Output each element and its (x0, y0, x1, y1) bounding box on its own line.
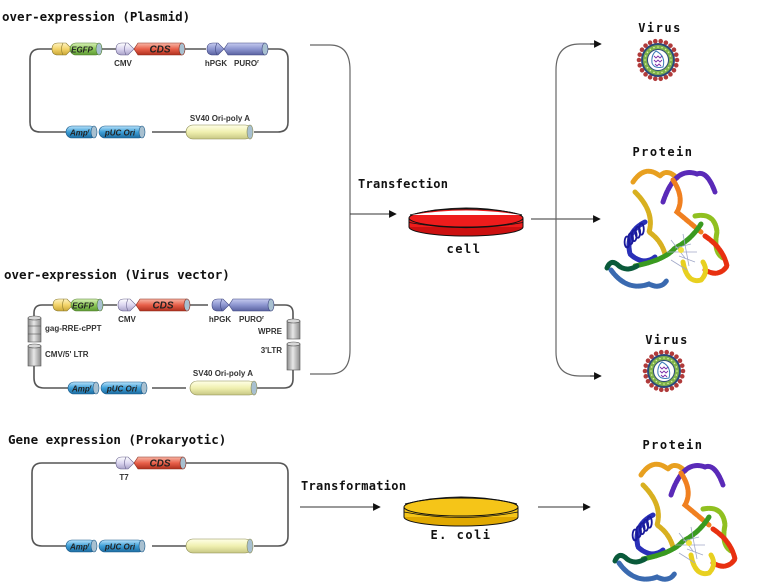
prokaryotic-t7-promoter: T7 (115, 456, 135, 482)
protein-structure-icon (612, 461, 738, 582)
virus-vector-sv40-label: SV40 Ori-poly A (193, 369, 253, 378)
transformation-label: Transformation (301, 479, 406, 493)
virus-icon (642, 349, 686, 393)
virus-vector-cmv-promoter: CMV (117, 298, 137, 324)
plasmid-amp-label: Ampr (69, 129, 91, 138)
cell-dish-icon (408, 207, 524, 237)
plasmid-puc-ori-element: pUC Ori (98, 125, 146, 139)
virus-vector-egfp-label: EGFP (72, 302, 94, 311)
plasmid-section: over-expression (Plasmid) EGFP CMV CDS h… (2, 9, 289, 140)
virus-vector-sv40-element: SV40 Ori-poly A (189, 369, 258, 396)
virus-vector-hpgk-promoter: hPGK (209, 298, 231, 324)
plasmid-puc-ori-label: pUC Ori (104, 129, 136, 138)
prokaryotic-cds-label: CDS (149, 459, 170, 470)
plasmid-cmv-label: CMV (114, 59, 132, 68)
ecoli-label: E. coli (430, 528, 491, 542)
left-bracket (310, 44, 351, 375)
prokaryotic-t7-label: T7 (119, 473, 129, 482)
virus-vector-cds-label: CDS (152, 301, 173, 312)
protein-mid-label: Protein (632, 145, 693, 159)
plasmid-cds-element: CDS (133, 42, 186, 56)
virus-vector-puc-ori-element: pUC Ori (100, 381, 148, 395)
right-bracket (555, 43, 598, 377)
ecoli-dish-icon (403, 496, 519, 527)
prokaryotic-puc-ori-label: pUC Ori (104, 543, 136, 552)
transfection-label: Transfection (358, 177, 448, 191)
virus-vector-puc-ori-label: pUC Ori (106, 385, 138, 394)
plasmid-puro-label: PUROr (234, 59, 259, 68)
virus-vector-cds-element: CDS (135, 298, 191, 312)
virus-icon (636, 38, 680, 82)
plasmid-backbone (29, 48, 289, 133)
virus-vector-gag-rre-cppt-element: gag-RRE-cPPT (27, 315, 102, 343)
plasmid-cmv-promoter: CMV (114, 42, 135, 68)
transfection-flow: Transfection cell (310, 40, 602, 380)
prokaryotic-backbone (31, 462, 289, 547)
virus-vector-amp-label: Ampr (71, 385, 93, 394)
prokaryotic-section: Gene expression (Prokaryotic) T7 CDS Amp… (8, 432, 289, 554)
virus-bottom-label: Virus (645, 333, 689, 347)
prokaryotic-sv40-element (185, 538, 254, 554)
virus-vector-section: over-expression (Virus vector) EGFP CMV … (4, 267, 301, 396)
virus-vector-5ltr-element: CMV/5' LTR (27, 343, 89, 367)
virus-vector-wpre-element: WPRE (258, 318, 301, 340)
plasmid-hpgk-label: hPGK (205, 59, 227, 68)
prokaryotic-section-title: Gene expression (Prokaryotic) (8, 432, 226, 447)
virus-vector-promoter-yellow (52, 298, 74, 312)
virus-vector-egfp-element: EGFP (70, 298, 104, 312)
prokaryotic-amp-element: Ampr (65, 539, 98, 553)
virus-vector-hpgk-label: hPGK (209, 315, 231, 324)
prokaryotic-amp-label: Ampr (69, 543, 91, 552)
plasmid-sv40-label: SV40 Ori-poly A (190, 114, 250, 123)
virus-vector-cmv-label: CMV (118, 315, 136, 324)
prokaryotic-puc-ori-element: pUC Ori (98, 539, 146, 553)
cell-label: cell (447, 242, 482, 256)
virus-vector-wpre-label: WPRE (258, 327, 283, 336)
virus-vector-section-title: over-expression (Virus vector) (4, 267, 230, 282)
virus-vector-puro-label: PUROr (239, 315, 264, 324)
plasmid-promoter-yellow (51, 42, 73, 56)
prokaryotic-cds-element: CDS (133, 456, 187, 470)
plasmid-amp-element: Ampr (65, 125, 98, 139)
virus-vector-5ltr-label: CMV/5' LTR (45, 350, 89, 359)
plasmid-puro-element: PUROr (223, 42, 269, 68)
plasmid-cds-label: CDS (149, 45, 170, 56)
protein-bottom-label: Protein (642, 438, 703, 452)
virus-vector-amp-element: Ampr (67, 381, 100, 395)
virus-vector-gag-label: gag-RRE-cPPT (45, 324, 102, 333)
transformation-flow: Transformation E. coli (300, 479, 591, 542)
plasmid-sv40-element: SV40 Ori-poly A (185, 114, 254, 140)
virus-top-label: Virus (638, 21, 682, 35)
virus-vector-3ltr-element: 3'LTR (261, 341, 301, 371)
protein-structure-icon (604, 168, 730, 289)
plasmid-egfp-element: EGFP (69, 42, 103, 56)
plasmid-egfp-label: EGFP (71, 46, 93, 55)
virus-vector-backbone (33, 304, 294, 389)
plasmid-section-title: over-expression (Plasmid) (2, 9, 190, 24)
plasmid-hpgk-promoter: hPGK (205, 42, 227, 68)
virus-vector-puro-element: PUROr (228, 298, 275, 324)
virus-vector-3ltr-label: 3'LTR (261, 346, 283, 355)
